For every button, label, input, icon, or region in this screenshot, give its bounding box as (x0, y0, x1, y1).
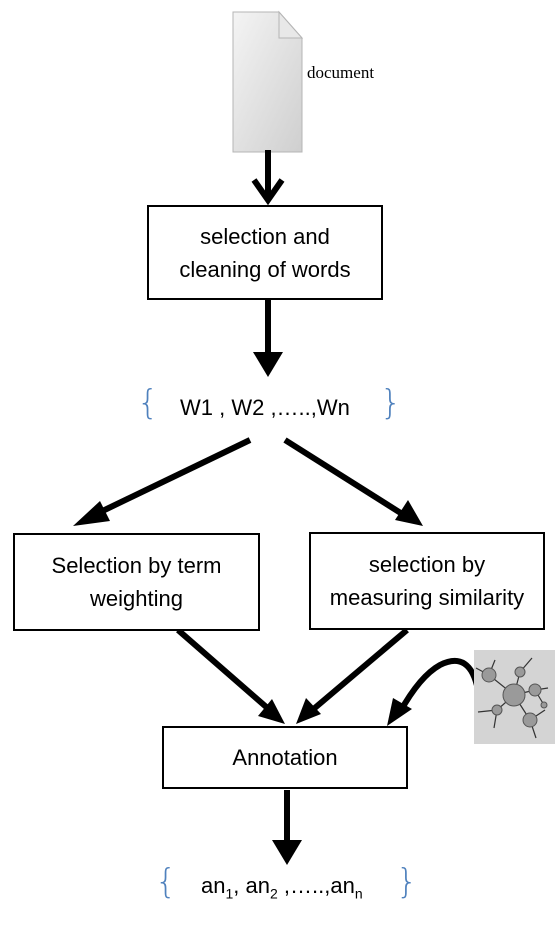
arrow-document-to-cleaning (251, 150, 285, 206)
arrow-annotation-to-results (272, 790, 302, 865)
word-set-open-brace: { (137, 383, 159, 423)
measuring-similarity-box: selection by measuring similarity (309, 532, 545, 630)
annotation-set-open-brace: { (155, 862, 177, 902)
ontology-network-icon (474, 650, 555, 744)
arrow-words-to-similarity (283, 437, 423, 526)
arrow-words-to-term-weighting (73, 437, 252, 526)
annotation-separator: , (233, 873, 246, 898)
selection-cleaning-box: selection and cleaning of words (147, 205, 383, 300)
annotation-set: an1, an2 ,…..,ann (201, 873, 363, 901)
arrow-ontology-to-annotation (387, 658, 481, 726)
document-label: document (307, 63, 375, 82)
annotation-n: an (330, 873, 355, 898)
annotation-2: an (245, 873, 270, 898)
arrow-cleaning-to-words (253, 300, 283, 377)
annotation-1-index: 1 (225, 885, 234, 902)
annotation-box: Annotation (162, 726, 408, 789)
annotation-2-index: 2 (270, 885, 278, 902)
word-set: W1 , W2 ,…..,Wn (180, 395, 350, 420)
annotation-n-index: n (354, 885, 363, 902)
word-set-close-brace: } (380, 383, 402, 423)
term-weighting-box: Selection by term weighting (13, 533, 260, 631)
arrow-term-weighting-to-annotation (176, 627, 285, 724)
annotation-dots: ,….., (277, 873, 331, 898)
annotation-1: an (201, 873, 226, 898)
annotation-set-close-brace: } (396, 862, 418, 902)
document-icon (232, 10, 304, 153)
arrow-similarity-to-annotation (296, 627, 409, 724)
